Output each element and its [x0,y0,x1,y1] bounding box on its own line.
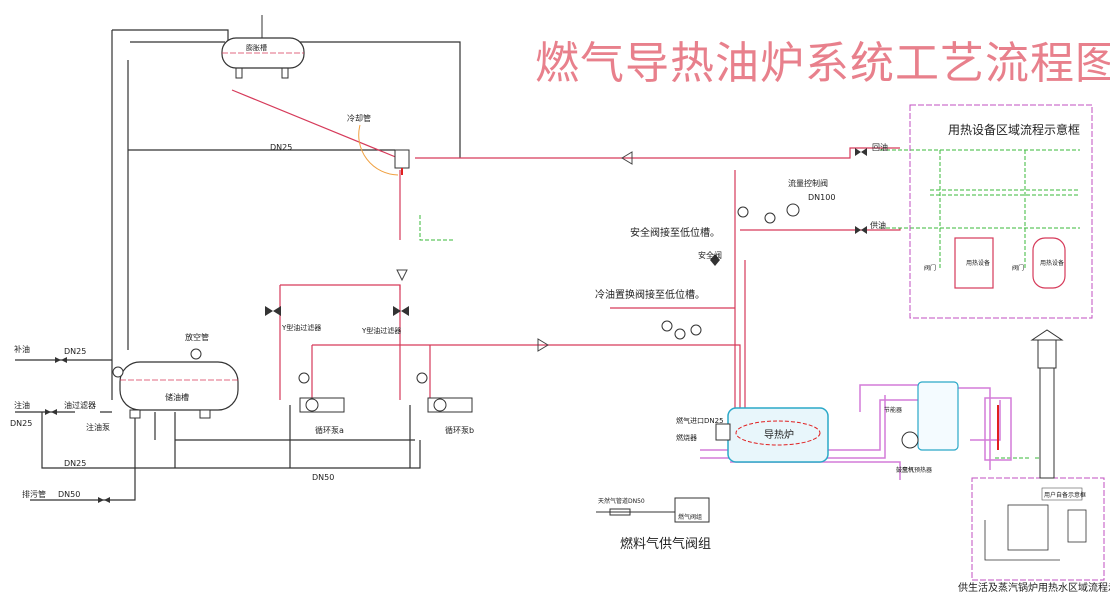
gas-valves-label: 燃气阀组 [678,513,702,521]
user-area-title: 用热设备区域流程示意框 [948,122,1080,137]
water-user-box: 用户自备示意框 [1044,491,1086,499]
water-area-title: 供生活及蒸汽锅炉用热水区域流程示意框 [958,581,1110,594]
svg-text:安全阀接至低位槽。: 安全阀接至低位槽。 [630,226,720,239]
chimney [984,329,1064,479]
boiler-label: 导热炉 [764,428,794,441]
gas-valve-group: 天然气管道DN50 燃气阀组 燃料气供气阀组 [596,497,711,552]
user-valve-1: 阀门 [924,264,936,272]
boiler: 导热炉 燃烧器 燃气进口DN25 [676,407,829,463]
oil-separator [394,149,410,175]
economizer-label: 节能器 [884,406,902,414]
svg-text:注油: 注油 [14,400,30,410]
storage-tank: 储油槽 [119,361,239,419]
svg-text:DN50: DN50 [312,473,334,482]
filter-label-a: Y型油过滤器 [281,323,321,332]
circulation-pump-b: 循环泵b [427,397,474,435]
expansion-tank: 膨胀槽 [221,15,305,79]
pressure-gauges [112,203,800,384]
water-area-box: 用户自备示意框 供生活及蒸汽锅炉用热水区域流程示意框 [958,477,1110,594]
storage-tank-label: 储油槽 [165,392,189,402]
pump-b-label: 循环泵b [445,425,474,435]
cooling-arc [358,124,399,176]
svg-text:排污管: 排污管 [22,489,46,499]
svg-text:DN25: DN25 [64,459,86,468]
svg-text:DN25: DN25 [10,419,32,428]
user-area-box: 用热设备区域流程示意框 用热设备 用热设备 阀门 阀门 [909,104,1093,319]
expansion-tank-label: 膨胀槽 [246,43,267,52]
diagram-title: 燃气导热油炉系统工艺流程图 [535,38,1110,89]
user-equip-1: 用热设备 [966,259,990,267]
svg-text:回油: 回油 [872,142,888,152]
user-valve-2: 阀门 [1012,264,1024,272]
svg-text:注油泵: 注油泵 [86,422,110,432]
labels: DN25 DN25 DN25 DN25 DN50 DN50 DN100 补油 注… [10,113,888,499]
valves [45,148,867,503]
svg-text:流量控制阀: 流量控制阀 [788,178,828,188]
gas-group-label: 燃料气供气阀组 [620,536,711,552]
hot-oil-pipework [231,89,901,430]
circulation-pump-a: 循环泵a [299,397,345,435]
svg-text:DN100: DN100 [808,193,835,202]
preheater-label: 空气预热器 [902,466,932,474]
svg-text:油过滤器: 油过滤器 [64,400,96,410]
svg-text:安全阀: 安全阀 [698,250,722,260]
svg-text:放空管: 放空管 [185,332,209,342]
svg-text:补油: 补油 [14,344,30,354]
gas-pipe-label: 天然气管道DN50 [598,497,645,505]
preheater: 空气预热器 鼓风机 节能器 [884,381,959,474]
user-equip-2: 用热设备 [1040,259,1064,267]
svg-text:DN50: DN50 [58,490,80,499]
pump-a-label: 循环泵a [315,425,344,435]
svg-text:DN25: DN25 [64,347,86,356]
fan-label: 鼓风机 [896,466,914,474]
filter-label-b: Y型油过滤器 [361,326,401,335]
svg-text:供油: 供油 [870,220,886,230]
svg-text:冷油置换阀接至低位槽。: 冷油置换阀接至低位槽。 [595,288,705,301]
svg-text:DN25: DN25 [270,143,292,152]
flow-arrows [396,151,633,352]
gas-inlet-label: 燃气进口DN25 [676,416,724,425]
main-pipework [15,29,461,501]
svg-text:冷却管: 冷却管 [347,113,371,123]
burner-label: 燃烧器 [676,433,697,442]
